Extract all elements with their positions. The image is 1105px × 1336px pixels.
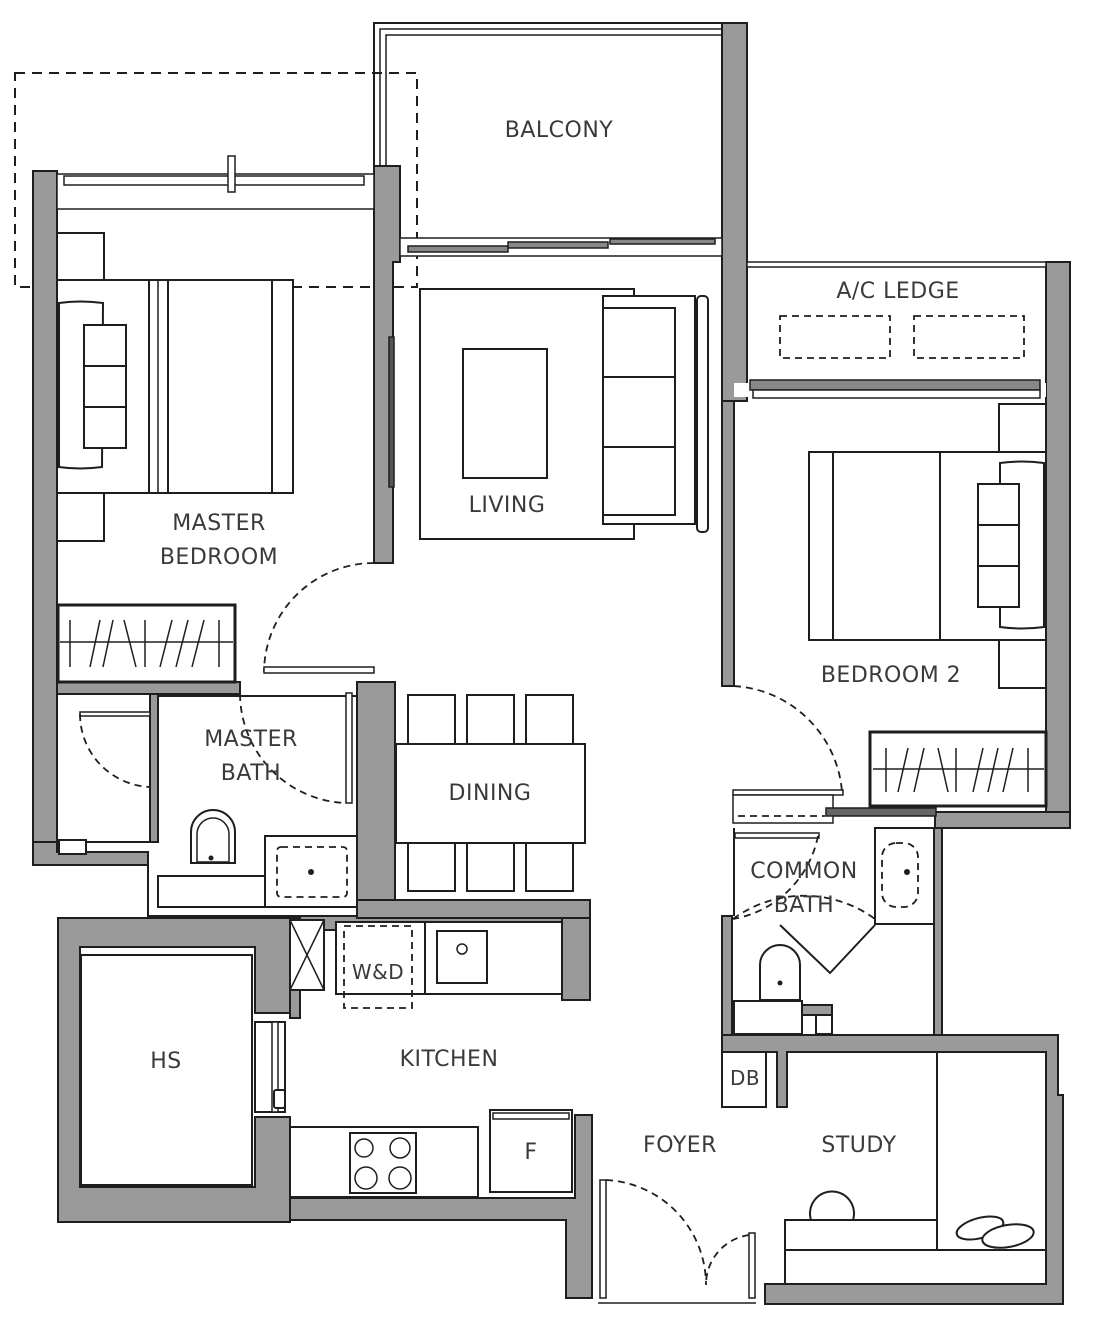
label-common-bath-line1: COMMON xyxy=(750,859,858,884)
balcony-parapet xyxy=(373,22,722,170)
label-master-bath-line2: BATH xyxy=(220,761,282,786)
label-master-bath-line1: MASTER xyxy=(204,727,298,752)
label-living: LIVING xyxy=(468,493,546,518)
dining-set xyxy=(395,694,586,892)
walls xyxy=(32,22,1071,1305)
label-hs: HS xyxy=(150,1049,182,1074)
label-master-bedroom: MASTER BEDROOM xyxy=(160,507,278,575)
label-master-bedroom-line2: BEDROOM xyxy=(159,545,279,570)
bedroom2-bed xyxy=(808,403,1047,689)
ac-ledge-window xyxy=(746,261,1047,399)
living-side-panel xyxy=(388,336,395,488)
label-common-bath-line2: BATH xyxy=(773,893,835,918)
label-master-bath: MASTER BATH xyxy=(204,723,298,791)
living-set xyxy=(419,288,709,540)
bedroom2-door xyxy=(721,685,844,796)
db-box xyxy=(721,1051,767,1108)
label-study: STUDY xyxy=(821,1133,897,1158)
label-db: DB xyxy=(729,1066,761,1090)
ac-unit-1 xyxy=(779,315,891,359)
label-washer-dryer: W&D xyxy=(351,960,405,984)
master-bath-fixtures xyxy=(56,692,358,908)
master-bedroom-window xyxy=(56,155,375,210)
master-bed xyxy=(56,232,294,542)
living-sliding-door xyxy=(399,237,723,257)
label-common-bath: COMMON BATH xyxy=(750,855,857,923)
label-master-bedroom-line1: MASTER xyxy=(172,511,266,536)
label-ac-ledge: A/C LEDGE xyxy=(836,279,960,304)
label-foyer: FOYER xyxy=(643,1133,717,1158)
label-balcony: BALCONY xyxy=(504,118,614,143)
ac-unit-2 xyxy=(913,315,1025,359)
label-fridge: F xyxy=(524,1140,538,1165)
bedroom2-wardrobe xyxy=(868,730,1048,808)
label-dining: DINING xyxy=(448,781,532,806)
master-bedroom-door xyxy=(263,562,375,674)
study-fixtures xyxy=(784,1052,1047,1285)
label-bedroom2: BEDROOM 2 xyxy=(820,663,962,688)
common-bath-fixtures xyxy=(732,794,937,1035)
kitchen-fixtures xyxy=(80,919,573,1198)
main-entrance-door xyxy=(598,1179,756,1304)
master-wardrobe xyxy=(56,603,237,684)
label-kitchen: KITCHEN xyxy=(399,1047,499,1072)
